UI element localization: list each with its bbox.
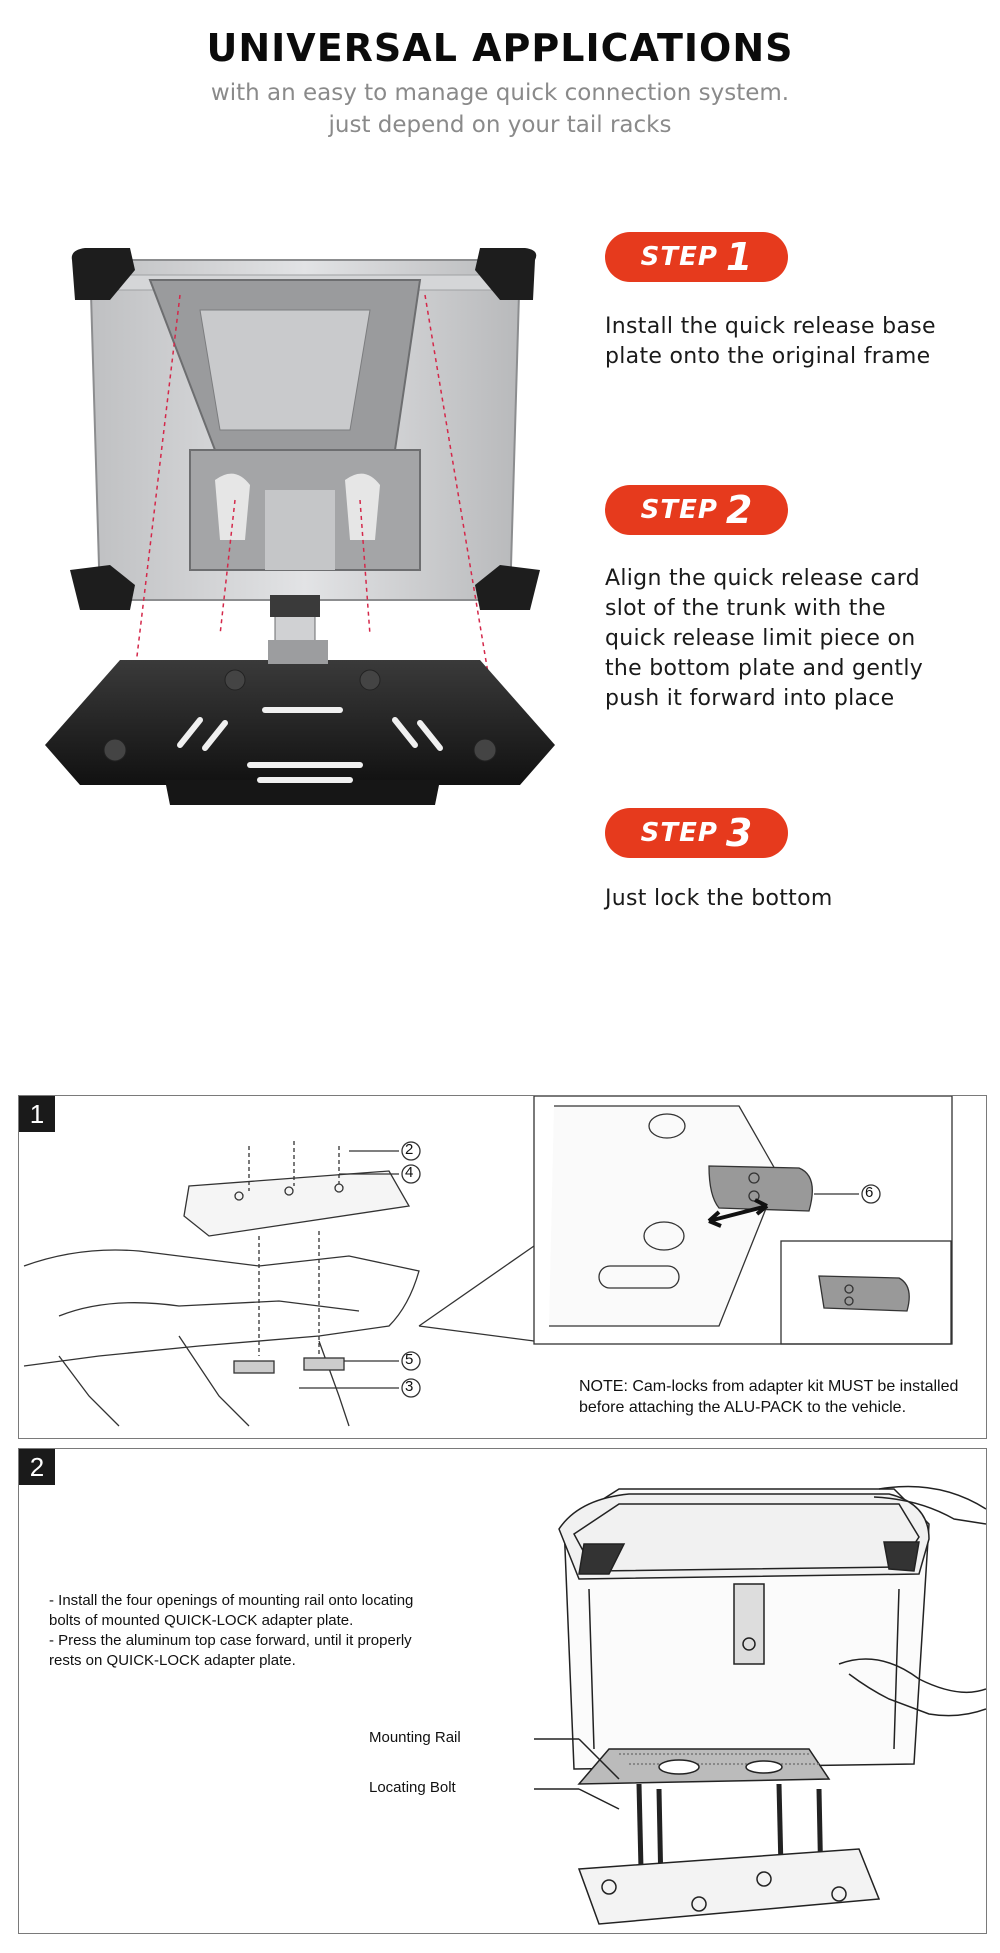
step-1-number: 1 bbox=[725, 235, 753, 279]
label-mounting-rail: Mounting Rail bbox=[369, 1729, 461, 1746]
subtitle-line-1: with an easy to manage quick connection … bbox=[210, 80, 790, 106]
install-instructions: - Install the four openings of mounting … bbox=[49, 1591, 413, 1671]
instruction-line: - Install the four openings of mounting … bbox=[49, 1592, 414, 1609]
step-2-badge: STEP 2 bbox=[605, 485, 788, 535]
aluminum-case bbox=[70, 248, 540, 651]
diagram-panel-1: 1 bbox=[18, 1095, 987, 1439]
step-3-line: Just lock the bottom bbox=[605, 886, 833, 911]
callout-2: 2 bbox=[405, 1141, 414, 1158]
step-1-line: plate onto the original frame bbox=[605, 344, 931, 369]
note-line: before attaching the ALU-PACK to the veh… bbox=[579, 1399, 907, 1416]
callout-5: 5 bbox=[405, 1351, 414, 1368]
product-illustration bbox=[45, 248, 555, 805]
step-2-text: Align the quick release card slot of the… bbox=[605, 564, 985, 714]
diagram-panel-2: 2 bbox=[18, 1448, 987, 1934]
step-2-word: STEP bbox=[640, 495, 718, 525]
subtitle-line-2: just depend on your tail racks bbox=[328, 112, 672, 138]
callout-4: 4 bbox=[405, 1164, 414, 1181]
step-3-badge: STEP 3 bbox=[605, 808, 788, 858]
panel-1-diagram bbox=[23, 1096, 953, 1427]
panel-2-diagram bbox=[534, 1485, 986, 1925]
panel-2-number: 2 bbox=[19, 1449, 55, 1485]
instruction-line: bolts of mounted QUICK-LOCK adapter plat… bbox=[49, 1612, 354, 1629]
step-2-line: slot of the trunk with the bbox=[605, 596, 886, 621]
panel-1-number: 1 bbox=[19, 1096, 55, 1132]
step-2-line: quick release limit piece on bbox=[605, 626, 916, 651]
label-locating-bolt: Locating Bolt bbox=[369, 1779, 456, 1796]
step-1-text: Install the quick release base plate ont… bbox=[605, 312, 985, 372]
step-1-word: STEP bbox=[640, 242, 718, 272]
step-3-number: 3 bbox=[725, 811, 753, 855]
cam-lock-note: NOTE: Cam-locks from adapter kit MUST be… bbox=[579, 1376, 958, 1418]
step-2-number: 2 bbox=[725, 488, 753, 532]
step-2-line: the bottom plate and gently bbox=[605, 656, 924, 681]
step-2-line: Align the quick release card bbox=[605, 566, 920, 591]
step-2-line: push it forward into place bbox=[605, 686, 895, 711]
base-plate bbox=[45, 640, 555, 805]
step-3-word: STEP bbox=[640, 818, 718, 848]
callout-6: 6 bbox=[865, 1184, 874, 1201]
step-1-line: Install the quick release base bbox=[605, 314, 936, 339]
page-title: UNIVERSAL APPLICATIONS bbox=[206, 26, 794, 70]
note-line: NOTE: Cam-locks from adapter kit MUST be… bbox=[579, 1378, 959, 1395]
instruction-line: rests on QUICK-LOCK adapter plate. bbox=[49, 1652, 296, 1669]
callout-3: 3 bbox=[405, 1378, 414, 1395]
step-3-text: Just lock the bottom bbox=[605, 884, 985, 914]
instruction-line: - Press the aluminum top case forward, u… bbox=[49, 1632, 412, 1649]
step-1-badge: STEP 1 bbox=[605, 232, 788, 282]
